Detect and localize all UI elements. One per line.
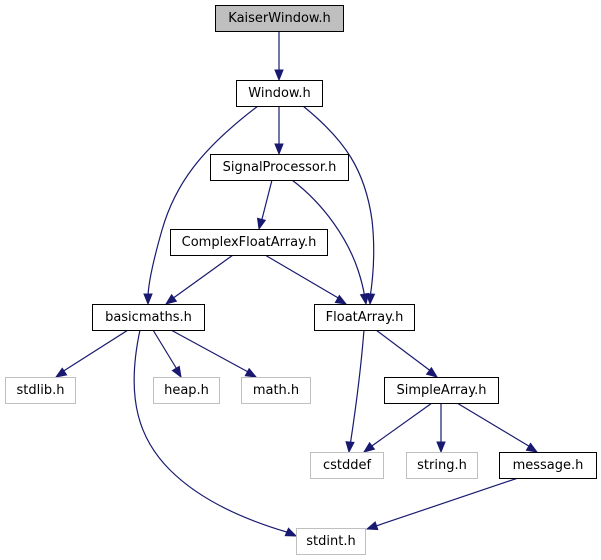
node-box — [210, 154, 349, 181]
edge-simplearray-to-cstddef — [362, 402, 433, 453]
node-label: basicmaths.h — [105, 310, 192, 325]
edge-line — [61, 329, 129, 373]
edge-line — [302, 105, 375, 299]
node-box — [92, 304, 205, 331]
edge-line — [260, 179, 273, 224]
edge-line — [375, 329, 433, 373]
edge-line — [349, 329, 365, 447]
edge-arrowhead — [345, 441, 355, 454]
node-box — [310, 452, 384, 479]
edge-line — [147, 105, 259, 299]
edge-window-to-floatarray — [302, 105, 376, 306]
edge-arrowhead — [143, 293, 153, 306]
node-cstddef: cstddef — [310, 452, 384, 479]
node-box — [236, 80, 323, 107]
edge-basicmaths-to-heap — [152, 329, 182, 379]
node-label: ComplexFloatArray.h — [182, 235, 317, 250]
node-basicmaths[interactable]: basicmaths.h — [92, 304, 205, 331]
node-label: KaiserWindow.h — [228, 11, 330, 26]
edge-basicmaths-to-stdlib — [54, 329, 129, 378]
edge-floatarray-to-cstddef — [345, 329, 365, 454]
edge-simplearray-to-message — [456, 402, 539, 453]
edge-complexfloatarray-to-basicmaths — [164, 254, 234, 305]
edge-basicmaths-to-stdint — [133, 329, 298, 537]
edge-window-to-basicmaths — [143, 105, 259, 306]
node-complexfloatarray[interactable]: ComplexFloatArray.h — [170, 229, 328, 256]
edge-arrowhead — [425, 366, 439, 378]
node-label: stdint.h — [306, 534, 355, 549]
node-box — [153, 377, 220, 404]
node-box — [215, 5, 344, 32]
node-label: cstddef — [323, 458, 372, 473]
node-signalprocessor[interactable]: SignalProcessor.h — [210, 154, 349, 181]
node-label: heap.h — [164, 383, 209, 398]
edge-line — [456, 402, 533, 449]
node-box — [296, 528, 366, 555]
node-box — [406, 452, 478, 479]
node-label: FloatArray.h — [326, 310, 404, 325]
edge-arrowhead — [365, 521, 379, 531]
node-label: math.h — [253, 383, 299, 398]
node-box — [170, 229, 328, 256]
edge-floatarray-to-simplearray — [375, 329, 439, 378]
edge-line — [372, 477, 519, 528]
edge-arrowhead — [171, 365, 182, 379]
edge-basicmaths-to-math — [170, 329, 258, 378]
edge-arrowhead — [164, 293, 178, 305]
edge-arrowhead — [359, 292, 370, 306]
node-message[interactable]: message.h — [499, 452, 597, 479]
edge-simplearray-to-string — [436, 403, 446, 454]
node-box — [5, 377, 76, 404]
edge-signalprocessor-to-complexfloatarray — [256, 179, 273, 231]
edge-arrowhead — [436, 441, 446, 454]
edge-complexfloatarray-to-floatarray — [264, 254, 348, 305]
node-math: math.h — [241, 377, 311, 404]
nodes: KaiserWindow.hWindow.hSignalProcessor.hC… — [5, 5, 597, 555]
node-stdlib: stdlib.h — [5, 377, 76, 404]
node-box — [314, 304, 415, 331]
node-kaiserwindow[interactable]: KaiserWindow.h — [215, 5, 344, 32]
node-label: string.h — [417, 458, 467, 473]
node-simplearray[interactable]: SimpleArray.h — [384, 377, 499, 404]
node-stdint: stdint.h — [296, 528, 366, 555]
node-label: SignalProcessor.h — [223, 160, 337, 175]
node-label: SimpleArray.h — [397, 383, 487, 398]
node-window[interactable]: Window.h — [236, 80, 323, 107]
edge-arrowhead — [274, 69, 284, 82]
edge-kaiserwindow-to-window — [274, 31, 284, 82]
node-label: message.h — [513, 458, 584, 473]
node-string: string.h — [406, 452, 478, 479]
edge-signalprocessor-to-floatarray — [291, 179, 370, 306]
node-box — [241, 377, 311, 404]
edge-line — [133, 329, 291, 534]
edge-line — [368, 402, 433, 449]
edge-arrowhead — [365, 293, 376, 306]
edge-arrowhead — [244, 367, 258, 378]
edge-arrowhead — [54, 367, 68, 378]
edges — [54, 31, 539, 537]
node-floatarray[interactable]: FloatArray.h — [314, 304, 415, 331]
edge-arrowhead — [274, 143, 284, 156]
edge-arrowhead — [525, 442, 539, 453]
edge-arrowhead — [256, 217, 267, 231]
edge-arrowhead — [362, 441, 376, 453]
edge-line — [171, 254, 234, 300]
edge-window-to-signalprocessor — [274, 106, 284, 156]
node-label: Window.h — [248, 86, 310, 101]
node-label: stdlib.h — [17, 383, 65, 398]
edge-message-to-stdint — [365, 477, 519, 531]
node-box — [499, 452, 597, 479]
edge-arrowhead — [284, 527, 298, 537]
edge-line — [264, 254, 341, 300]
node-box — [384, 377, 499, 404]
edge-arrowhead — [334, 294, 348, 305]
edge-line — [170, 329, 251, 374]
edge-line — [291, 179, 366, 299]
node-heap: heap.h — [153, 377, 220, 404]
edge-line — [152, 329, 179, 372]
